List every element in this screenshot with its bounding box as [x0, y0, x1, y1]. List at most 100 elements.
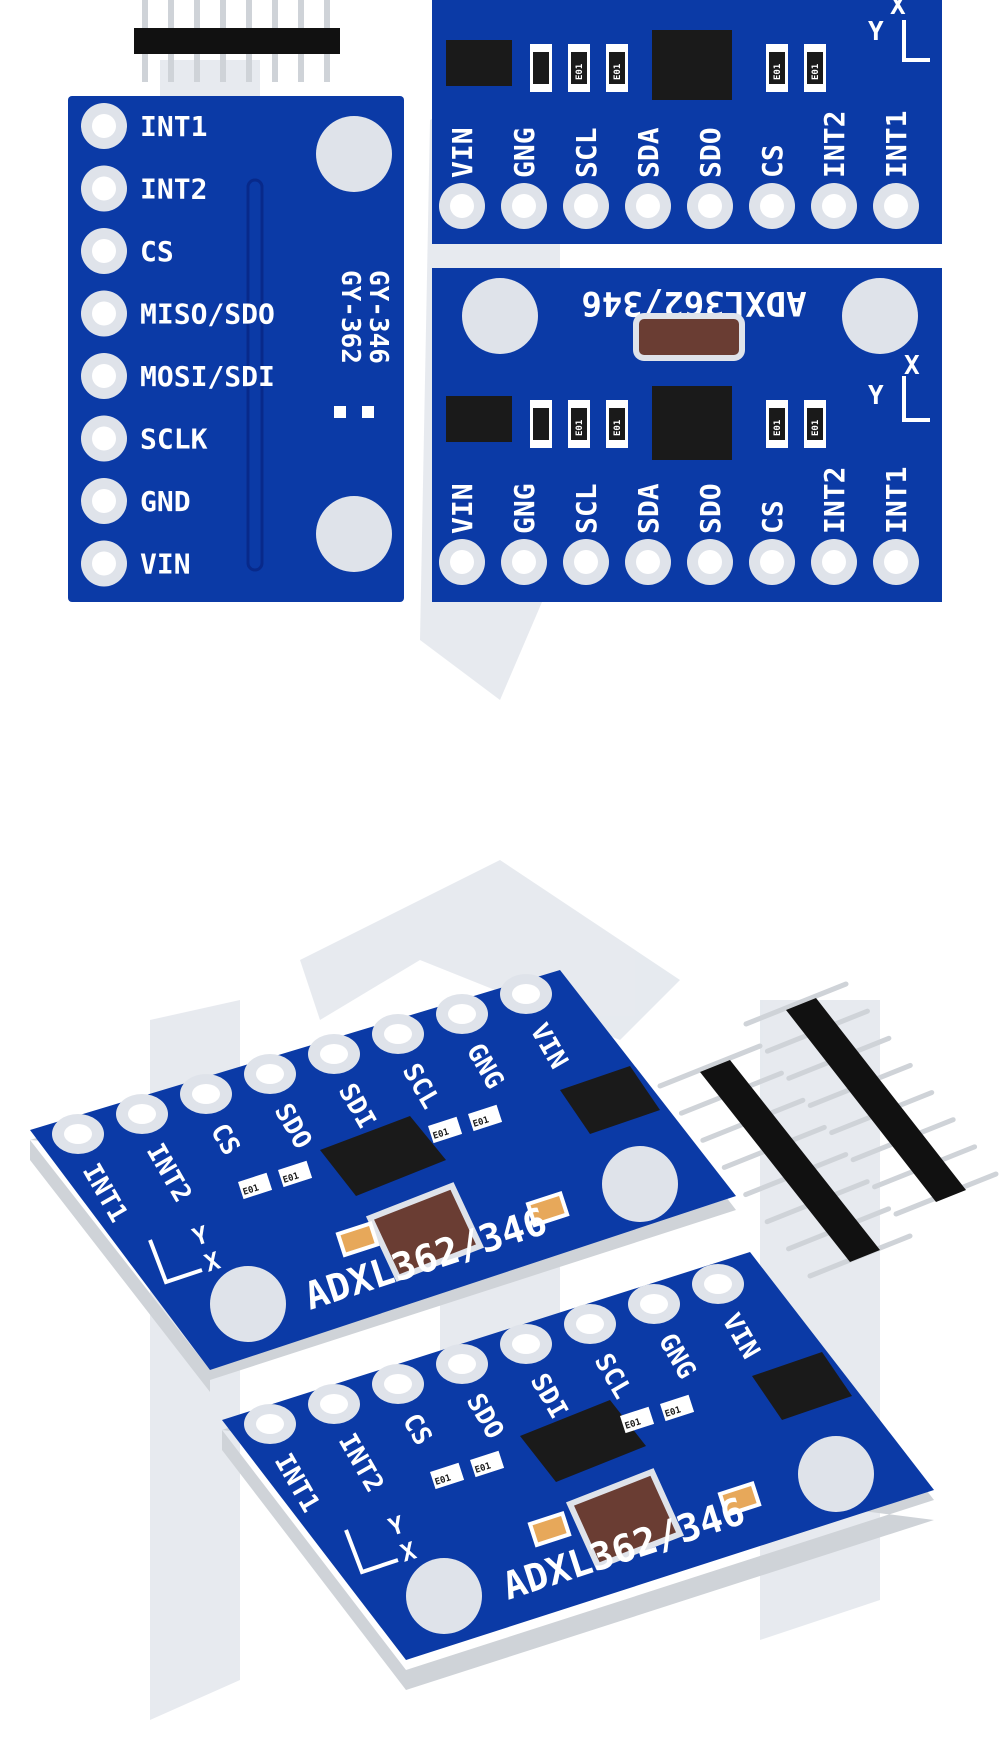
- smd-resistor: [237, 1172, 273, 1200]
- mounting-hole: [602, 1146, 678, 1222]
- smd-resistor: [468, 1104, 503, 1132]
- pin-hole: [574, 550, 598, 574]
- smd-part-mark: E01: [434, 1473, 453, 1488]
- header-pin: [657, 1043, 763, 1089]
- pin-headers-iso: [657, 981, 999, 1279]
- pin-hole: [92, 114, 116, 138]
- pin-hole: [822, 550, 846, 574]
- axis-marker: [902, 20, 930, 62]
- pin-label: INT1: [880, 111, 913, 178]
- pin-label: MOSI/SDI: [140, 360, 275, 393]
- smd-resistor-body: [571, 408, 587, 440]
- smd-resistor-body: [807, 408, 823, 440]
- mounting-hole: [462, 278, 538, 354]
- pin-hole: [92, 176, 116, 201]
- pin-label: CS: [140, 235, 174, 268]
- pin-hole: [512, 550, 536, 574]
- axis-marker: [344, 1529, 399, 1575]
- pin-hole: [384, 1374, 412, 1394]
- mounting-hole: [316, 116, 392, 192]
- smd-part-mark: E01: [474, 1461, 493, 1476]
- smd-resistor: [428, 1116, 463, 1144]
- regulator: [446, 40, 512, 86]
- pin-hole: [884, 550, 908, 574]
- pin-hole: [704, 1274, 732, 1294]
- smd-part-mark: E01: [575, 64, 585, 80]
- smd-resistor: [660, 1394, 695, 1422]
- pin-hole: [384, 1024, 412, 1044]
- pin-hole: [92, 551, 116, 576]
- pin-hole: [320, 1044, 348, 1064]
- pin-label: GND: [140, 485, 191, 518]
- mounting-hole: [842, 278, 918, 354]
- pin-label: MISO/SDO: [140, 298, 275, 331]
- pin-label: VIN: [446, 127, 479, 178]
- pin-hole: [64, 1124, 92, 1144]
- pin-label: INT1: [880, 467, 913, 534]
- smd-resistor: [278, 1160, 313, 1188]
- smd-part-mark: E01: [613, 420, 623, 436]
- pin-hole: [450, 194, 474, 218]
- smd-capacitor: [527, 1510, 572, 1548]
- smd-resistor-body: [571, 52, 587, 84]
- smd-part-mark: E01: [575, 420, 585, 436]
- mounting-hole: [406, 1558, 482, 1634]
- pin-label: INT2: [140, 173, 207, 206]
- pin-label: GNG: [508, 127, 541, 178]
- chip: [652, 30, 732, 100]
- pin-hole: [92, 239, 116, 263]
- pin-header-strip: [786, 998, 966, 1202]
- pin-label: CS: [756, 144, 789, 178]
- mounting-hole: [316, 496, 392, 572]
- mounting-hole: [798, 1436, 874, 1512]
- axis-label-y: Y: [868, 381, 884, 411]
- pin-label: CS: [756, 500, 789, 534]
- smd-part-mark: E01: [282, 1171, 301, 1186]
- pin-hole: [512, 1334, 540, 1354]
- pin-hole: [636, 550, 660, 574]
- chip: [520, 1400, 646, 1482]
- axis-label-y: Y: [868, 17, 884, 47]
- smd-part-mark: E01: [242, 1183, 261, 1198]
- axis-marker: [148, 1239, 203, 1285]
- pin-hole: [574, 194, 598, 218]
- pin-hole: [448, 1354, 476, 1374]
- smd-part-mark: E01: [624, 1417, 643, 1432]
- smd-capacitor: [525, 1190, 570, 1228]
- pin-label: SDA: [632, 127, 665, 178]
- pin-hole: [760, 194, 784, 218]
- module-code-346: GY-346: [363, 270, 393, 364]
- axis-label-x: X: [904, 351, 920, 381]
- pin-label: SCL: [570, 127, 603, 178]
- pin-header-top: [134, 0, 340, 82]
- pin-hole: [698, 194, 722, 218]
- pin-hole: [576, 1314, 604, 1334]
- smd-part-mark: E01: [664, 1405, 683, 1420]
- regulator: [752, 1352, 852, 1420]
- axis-marker: [902, 376, 930, 422]
- chip: [320, 1116, 446, 1196]
- smd-resistor: [470, 1450, 505, 1478]
- pin-hole: [92, 364, 116, 388]
- vertical-board-pcb: [68, 96, 404, 602]
- smd-part-mark: E01: [432, 1127, 451, 1142]
- smd-part-mark: E01: [811, 64, 821, 80]
- smd-capacitor: [335, 1220, 380, 1258]
- smd-resistor-body: [533, 408, 549, 440]
- pin-label: INT2: [818, 111, 851, 178]
- capacitor: [565, 1468, 685, 1570]
- pin-hole: [636, 194, 660, 218]
- pin-hole: [128, 1104, 156, 1124]
- pin-label: VIN: [140, 548, 191, 581]
- smd-resistor-body: [609, 408, 625, 440]
- regulator: [560, 1066, 660, 1134]
- module-code-362: GY-362: [335, 270, 365, 364]
- pin-hole: [320, 1394, 348, 1414]
- pin-label: INT2: [818, 467, 851, 534]
- iso-board-1-edge-side: [30, 1140, 210, 1392]
- smd-resistor-body: [533, 52, 549, 84]
- regulator: [446, 396, 512, 442]
